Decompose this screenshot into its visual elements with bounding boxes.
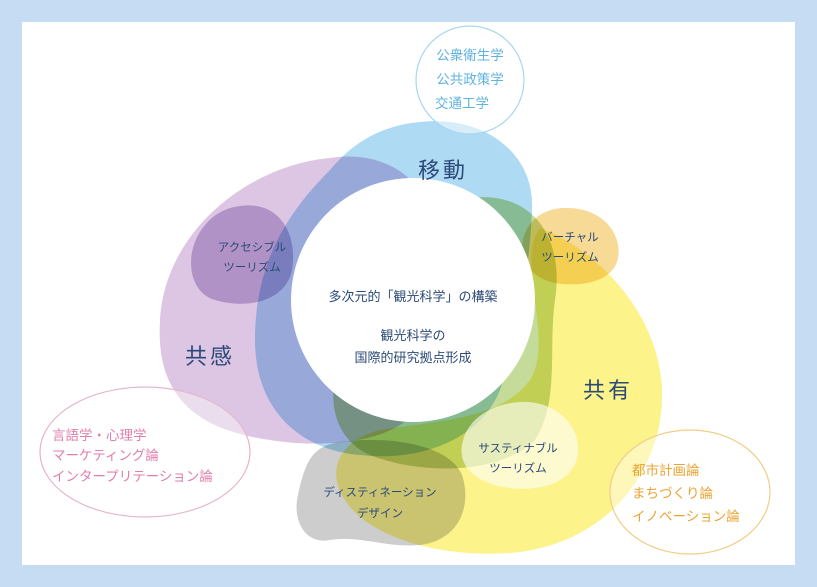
discipline-left-2: マーケティング論: [52, 448, 159, 464]
right-discipline-ellipse: [609, 429, 771, 555]
accessible-blob: [191, 205, 294, 304]
center-subtitle-1: 観光科学の: [380, 328, 445, 344]
topic-sustainable-2: ツーリズム: [489, 461, 547, 475]
topic-destination-2: デザイン: [357, 506, 403, 520]
destination-blob: [296, 439, 466, 546]
center-circle: [291, 178, 535, 422]
center-title: 多次元的「観光科学」の構築: [328, 289, 497, 305]
discipline-top-3: 交通工学: [435, 95, 489, 112]
discipline-left-1: 言語学・心理学: [52, 427, 147, 444]
top-discipline-circle: [415, 25, 525, 135]
domain-empathy: 共感: [185, 345, 235, 370]
discipline-right-1: 都市計画論: [632, 462, 700, 479]
domain-sharing: 共有: [583, 379, 633, 404]
topic-destination-1: ディスティネーション: [323, 485, 436, 499]
left-discipline-ellipse: [39, 386, 251, 518]
discipline-top-1: 公衆衛生学: [436, 48, 504, 64]
discipline-right-3: イノベーション論: [632, 509, 740, 525]
virtual-blob: [522, 207, 619, 285]
topic-virtual-1: バーチャル: [541, 230, 598, 244]
topic-sustainable-1: サスティナブル: [478, 441, 558, 455]
discipline-right-2: まちづくり論: [632, 486, 713, 502]
topic-virtual-2: ツーリズム: [541, 250, 599, 264]
domain-movement: 移動: [418, 159, 468, 184]
center-subtitle-2: 国際的研究拠点形成: [354, 350, 471, 366]
discipline-top-2: 公共政策学: [436, 71, 504, 88]
topic-accessible-2: ツーリズム: [223, 260, 281, 274]
sustainable-blob: [461, 401, 579, 489]
discipline-left-3: インタープリテーション論: [52, 469, 213, 485]
topic-accessible-1: アクセシブル: [218, 240, 286, 254]
